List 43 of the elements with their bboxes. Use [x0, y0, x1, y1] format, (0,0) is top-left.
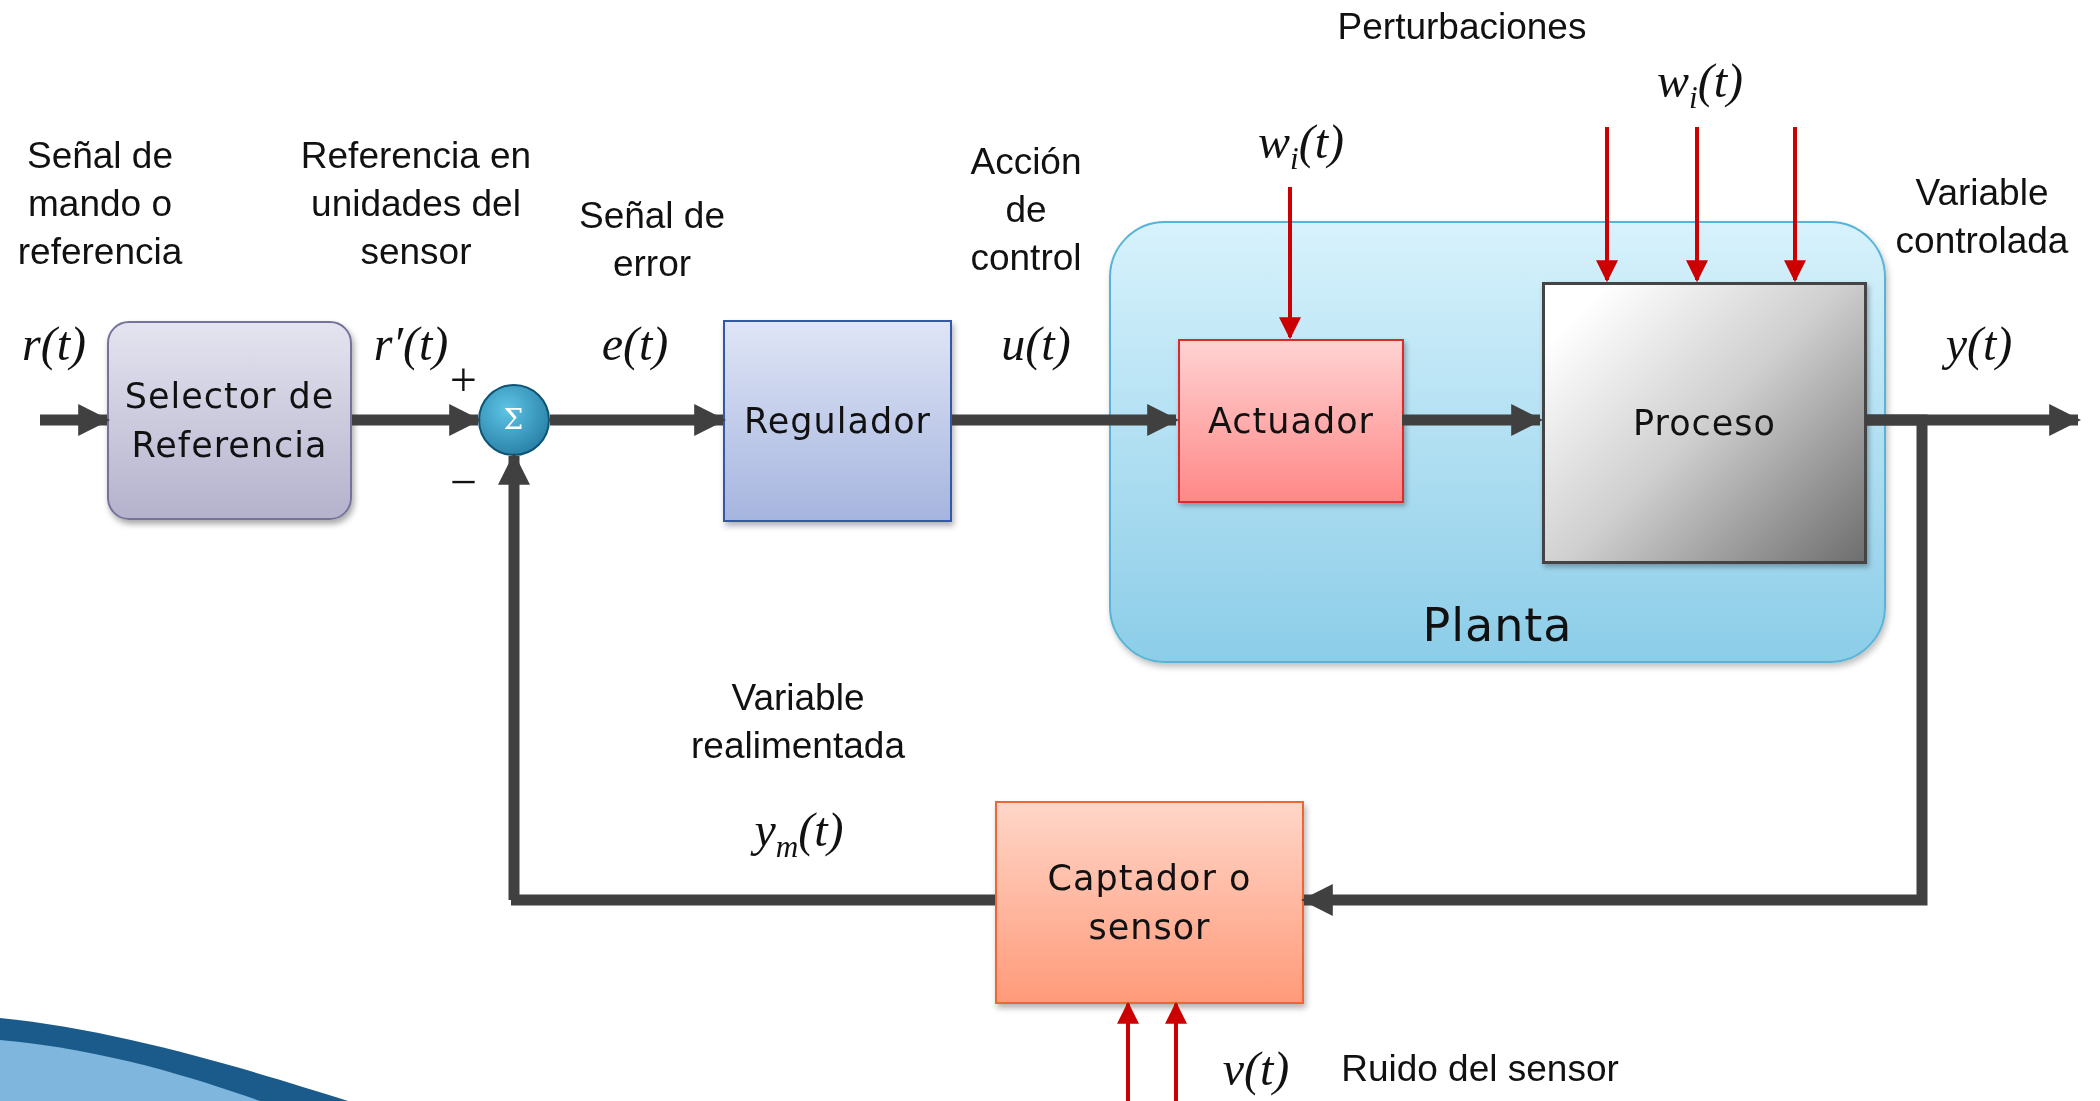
signal-arrow [1402, 404, 1544, 436]
signal-symbol: w$_{i}$(t) [1657, 52, 1743, 117]
signal-symbol: − [446, 453, 480, 510]
signal-symbol: u(t) [1001, 315, 1071, 373]
signal-arrow [1300, 414, 1928, 916]
block-label: Selector de Referencia [123, 374, 336, 467]
signal-label: Referencia en unidades del sensor [299, 133, 533, 275]
controller-block [723, 320, 952, 522]
selector-block [107, 321, 352, 520]
disturbance-arrow [1117, 1001, 1139, 1101]
signal-arrow [40, 404, 111, 436]
signal-arrow [352, 404, 482, 436]
signal-symbol: r′(t) [373, 315, 449, 373]
signal-label: Variable realimentada [690, 675, 906, 768]
block-label: Σ [502, 402, 526, 439]
signal-arrow [498, 452, 995, 906]
process-block [1542, 282, 1867, 564]
disturbance-arrow [1686, 127, 1708, 283]
signal-label: Señal de error [577, 193, 727, 286]
disturbance-arrow [1165, 1001, 1187, 1101]
signal-symbol: e(t) [601, 315, 669, 373]
block-label: Actuador [1207, 399, 1375, 443]
signal-label: Señal de mando o referencia [16, 133, 184, 275]
actuator-block [1178, 339, 1404, 503]
signal-label: Ruido del sensor [1341, 1046, 1619, 1091]
signal-label: Variable controlada [1894, 170, 2070, 263]
signal-label: Perturbaciones [1337, 4, 1587, 49]
signal-label: Acción de control [969, 139, 1083, 281]
signal-symbol: r(t) [22, 315, 86, 373]
plant-block [1109, 221, 1886, 663]
signal-symbol: v(t) [1222, 1040, 1290, 1098]
block-label: Regulador [743, 399, 932, 443]
disturbance-arrow [1784, 127, 1806, 283]
block-label: Planta [1421, 596, 1574, 654]
disturbance-arrow [1279, 187, 1301, 340]
signal-arrow [550, 404, 727, 436]
signal-symbol: w$_{i}$(t) [1258, 113, 1344, 178]
signal-arrow [952, 404, 1180, 436]
block-label: Proceso [1632, 401, 1777, 445]
sensor-block [995, 801, 1304, 1004]
block-label: Captador o sensor [1046, 856, 1253, 949]
disturbance-arrow [1596, 127, 1618, 283]
signal-symbol: + [446, 352, 480, 408]
